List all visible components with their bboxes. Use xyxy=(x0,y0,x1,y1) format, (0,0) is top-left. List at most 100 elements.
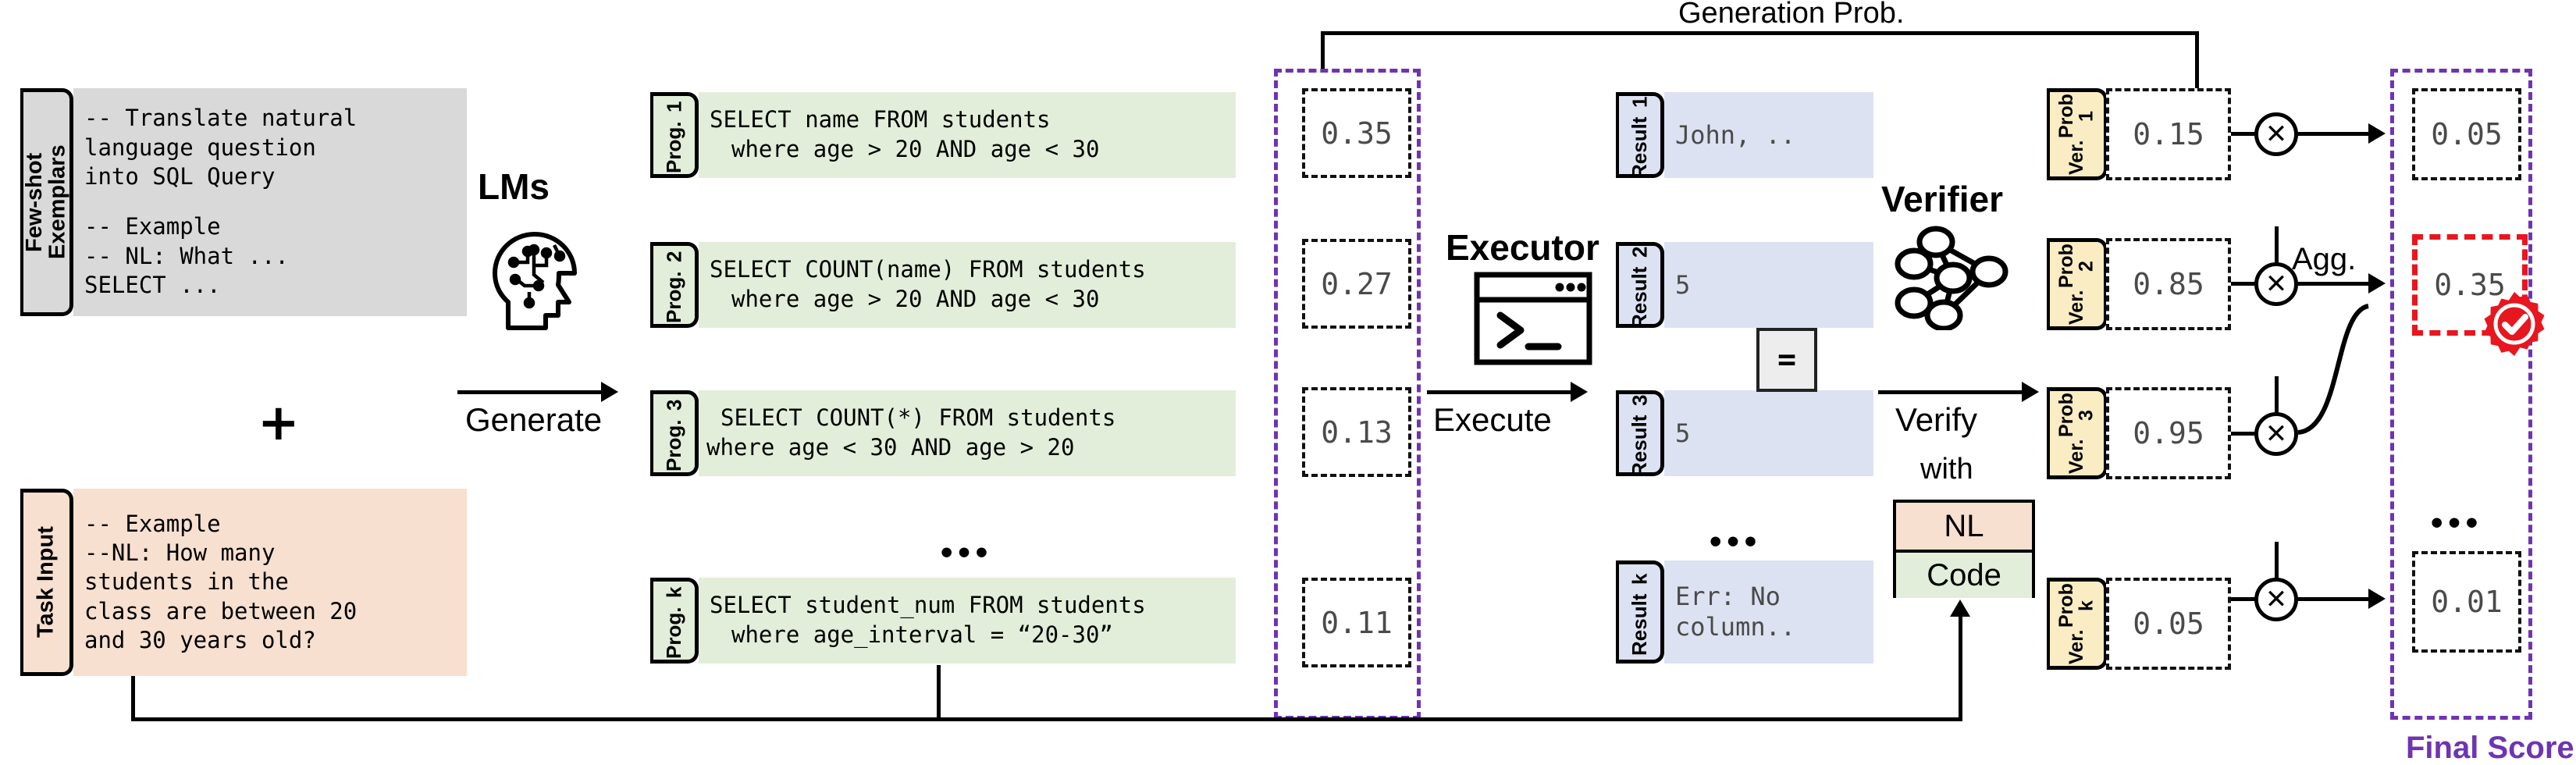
task-input-box: Task Input -- Example --NL: How many stu… xyxy=(20,489,467,676)
mult-out-arrow-2 xyxy=(2368,273,2386,294)
verifier-prob-value-k: 0.05 xyxy=(2106,578,2231,670)
program-box-3: Prog. 3 SELECT COUNT(*) FROM students wh… xyxy=(650,390,1236,476)
program-tab-label-3: Prog. xyxy=(662,420,686,472)
generate-label: Generate xyxy=(465,401,603,438)
result-text-1: John, .. xyxy=(1664,92,1873,178)
verifier-prob-value-1: 0.15 xyxy=(2106,88,2231,180)
few-shot-line-6: SELECT ... xyxy=(84,272,221,299)
program-text-2: SELECT COUNT(name) FROM students where a… xyxy=(699,242,1236,328)
verifier-prob-tab-label-k: Ver. xyxy=(2065,629,2087,665)
verifier-prob-tab-k: Ver. Prob k xyxy=(2047,578,2108,670)
program-line1-3: SELECT COUNT(*) FROM students xyxy=(720,404,1116,432)
program-tab-2: Prog. 2 xyxy=(650,242,699,328)
result-tab-num-k: k xyxy=(1628,573,1652,585)
verifier-prob-tab-1: Ver. Prob 1 xyxy=(2047,88,2108,180)
task-input-line-0: -- Example xyxy=(84,511,221,538)
mult-out-line-k xyxy=(2295,597,2373,601)
few-shot-line-blank xyxy=(84,192,456,212)
program-text-k: SELECT student_num FROM students where a… xyxy=(699,578,1236,664)
result-tab-num-3: 3 xyxy=(1628,394,1652,406)
feedback-line-progk-down xyxy=(937,665,941,721)
multiplier-1: ✕ xyxy=(2254,112,2298,156)
result-line-3-0: 5 xyxy=(1675,418,1691,448)
few-shot-line-1: language question xyxy=(84,133,316,161)
mult-top-line-k xyxy=(2275,542,2279,579)
few-shot-line-2: into SQL Query xyxy=(84,163,276,190)
executor-label: Executor xyxy=(1446,227,1599,268)
brain-head-icon xyxy=(482,217,600,342)
task-input-line-1: --NL: How many xyxy=(84,539,276,567)
program-text-1: SELECT name FROM students where age > 20… xyxy=(699,92,1236,178)
result-text-2: 5 xyxy=(1664,242,1873,328)
result-box-2: Result 2 5 xyxy=(1616,242,1873,329)
mult-out-line-2 xyxy=(2295,282,2373,286)
verifier-prob-box-k: Ver. Prob k xyxy=(2047,578,2108,670)
few-shot-line-0: -- Translate natural xyxy=(84,104,358,131)
program-tab-num-2: 2 xyxy=(662,251,686,263)
result-tab-k: Result k xyxy=(1616,560,1664,664)
few-shot-exemplars-text: -- Translate natural language question i… xyxy=(73,88,467,316)
result-line-k-0: Err: No xyxy=(1675,581,1781,611)
generation-prob-label: Generation Prob. xyxy=(1678,0,1905,30)
program-box-k: Prog. k SELECT student_num FROM students… xyxy=(650,578,1236,664)
result-line-k-1: column.. xyxy=(1675,612,1796,642)
generation-prob-cell-3: 0.13 xyxy=(1302,387,1411,477)
verifier-prob-box-2: Ver. Prob 2 xyxy=(2047,238,2108,330)
mult-in-line-2 xyxy=(2231,282,2259,286)
verifier-input-code: Code xyxy=(1896,553,2032,598)
verify-arrow-line xyxy=(1878,390,2023,394)
neural-network-icon xyxy=(1888,225,2020,332)
task-input-tab-label: Task Input xyxy=(33,526,59,639)
result-text-k: Err: No column.. xyxy=(1664,560,1873,664)
program-line2-1: where age > 20 AND age < 30 xyxy=(731,136,1100,162)
generation-prob-line-top xyxy=(1321,31,2199,35)
aggregate-curve xyxy=(2297,304,2370,435)
mult-top-line-3 xyxy=(2275,376,2279,414)
mult-in-line-3 xyxy=(2231,432,2259,436)
result-tab-label-2: Result xyxy=(1628,266,1652,329)
terminal-icon xyxy=(1474,272,1592,365)
feedback-line-bottom xyxy=(131,717,1962,721)
aggregate-label: Agg. xyxy=(2292,242,2357,276)
program-tab-label-k: Prog. xyxy=(662,607,686,660)
generation-prob-line-down-left xyxy=(1321,31,1325,69)
result-tab-3: Result 3 xyxy=(1616,390,1664,477)
result-line-1-0: John, .. xyxy=(1675,120,1796,150)
program-tab-num-k: k xyxy=(662,586,686,599)
result-text-3: 5 xyxy=(1664,390,1873,476)
program-line1-k: SELECT student_num FROM students xyxy=(710,592,1146,619)
verifier-prob-box-1: Ver. Prob 1 xyxy=(2047,88,2108,180)
task-input-tab: Task Input xyxy=(20,489,73,676)
program-line2-2: where age > 20 AND age < 30 xyxy=(731,286,1100,312)
verifier-prob-value-2: 0.85 xyxy=(2106,238,2231,330)
programs-ellipsis: ••• xyxy=(941,533,994,571)
execute-arrow-head xyxy=(1571,382,1588,402)
mult-out-line-1 xyxy=(2295,132,2373,136)
mult-in-line-k xyxy=(2231,597,2259,601)
program-line2-k: where age_interval = “20-30” xyxy=(731,621,1113,648)
mult-top-line-2 xyxy=(2275,226,2279,264)
verifier-inputs-box: NL Code xyxy=(1893,500,2035,598)
final-score-group xyxy=(2390,69,2532,720)
program-tab-label-2: Prog. xyxy=(662,272,686,324)
verify-label: Verify xyxy=(1895,401,1978,438)
task-input-line-2: students in the xyxy=(84,568,289,596)
multiplier-3: ✕ xyxy=(2254,412,2298,456)
final-score-label: Final Score xyxy=(2406,731,2574,765)
program-line2-3: where age < 30 AND age > 20 xyxy=(706,434,1075,461)
result-box-k: Result k Err: No column.. xyxy=(1616,560,1873,664)
verifier-prob-tab-num-1: Prob 1 xyxy=(2055,94,2097,139)
mult-out-arrow-1 xyxy=(2368,123,2386,144)
results-ellipsis: ••• xyxy=(1710,522,1763,560)
result-tab-label-3: Result xyxy=(1628,415,1652,477)
generation-prob-cell-2: 0.27 xyxy=(1302,239,1411,329)
program-line1-2: SELECT COUNT(name) FROM students xyxy=(710,256,1146,283)
verifier-label: Verifier xyxy=(1881,179,2003,219)
result-tab-1: Result 1 xyxy=(1616,92,1664,179)
lms-label: LMs xyxy=(478,166,550,207)
program-tab-num-1: 1 xyxy=(662,101,686,113)
result-line-2-0: 5 xyxy=(1675,270,1691,300)
verifier-prob-tab-num-3: Prob 3 xyxy=(2055,393,2097,438)
few-shot-exemplars-tab-label: Few-shot Exemplars xyxy=(21,144,70,260)
